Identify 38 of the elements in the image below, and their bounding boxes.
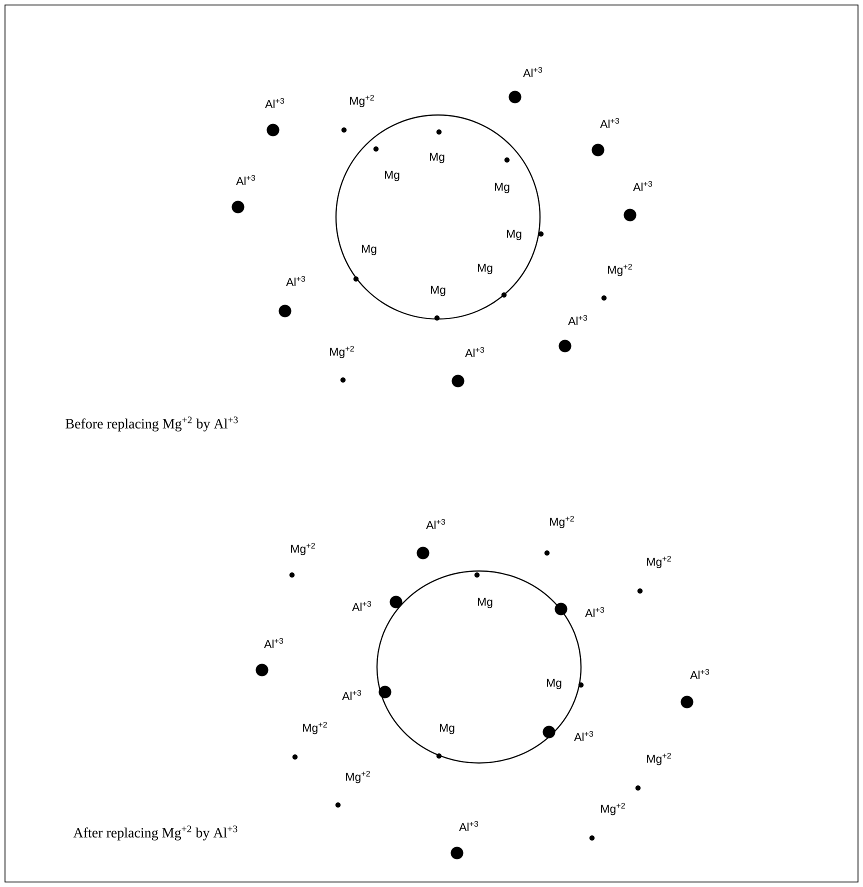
ion-label: Al$^{+3}$ (265, 98, 284, 108)
ion-label: Al$^{+3}$ (523, 67, 542, 77)
ion-label: Mg$^{+2}$ (291, 542, 315, 556)
ion-label: Mg (478, 598, 492, 608)
ion-label: Mg$^{+2}$ (608, 264, 632, 276)
ion-label: Mg (430, 286, 446, 296)
ion-label: Al$^{+3}$ (633, 181, 652, 191)
ion-label: Mg (494, 182, 510, 194)
ion-label: Mg (384, 170, 400, 182)
ion-label: Mg (478, 264, 492, 274)
ion-label: Al$^{+3}$ (426, 519, 446, 529)
ion-label: Mg$^{+2}$ (350, 94, 374, 108)
ion-label: Al$^{+3}$ (236, 175, 256, 185)
ion-label: Al$^{+3}$ (465, 347, 484, 357)
ion-label: Al$^{+3}$ (585, 607, 604, 617)
ion-label: Al$^{+3}$ (286, 276, 306, 286)
ion-label: Al$^{+3}$ (690, 669, 710, 679)
ion-label: Al$^{+3}$ (352, 601, 372, 611)
ion-label: Al$^{+3}$ (574, 731, 594, 741)
ion-label: Mg (546, 678, 562, 690)
ion-label: Mg (430, 152, 444, 164)
ion-label: Mg (440, 724, 454, 734)
ion-label: Al$^{+3}$ (342, 690, 362, 700)
ion-label: Mg (362, 244, 376, 256)
ion-label: Mg$^{+2}$ (550, 516, 574, 528)
ion-label: Mg$^{+2}$ (330, 346, 354, 358)
ion-label: Al$^{+3}$ (264, 638, 284, 648)
ion-label: Mg$^{+2}$ (647, 752, 671, 766)
caption: After replacing Mg$^{+2}$ by Al$^{+3}$ (73, 826, 238, 840)
ion-label: Mg$^{+2}$ (346, 770, 370, 784)
ion-label: Mg$^{+2}$ (647, 556, 671, 568)
ion-label: Mg$^{+2}$ (303, 722, 327, 734)
ion-label: Mg (506, 230, 522, 240)
ion-label: Al$^{+3}$ (459, 821, 478, 831)
ion-label: Mg$^{+2}$ (601, 802, 625, 816)
caption: Before replacing Mg$^{+2}$ by Al$^{+3}$ (66, 416, 238, 432)
ion-label: Al$^{+3}$ (600, 118, 620, 128)
ion-label: Al$^{+3}$ (568, 315, 588, 325)
